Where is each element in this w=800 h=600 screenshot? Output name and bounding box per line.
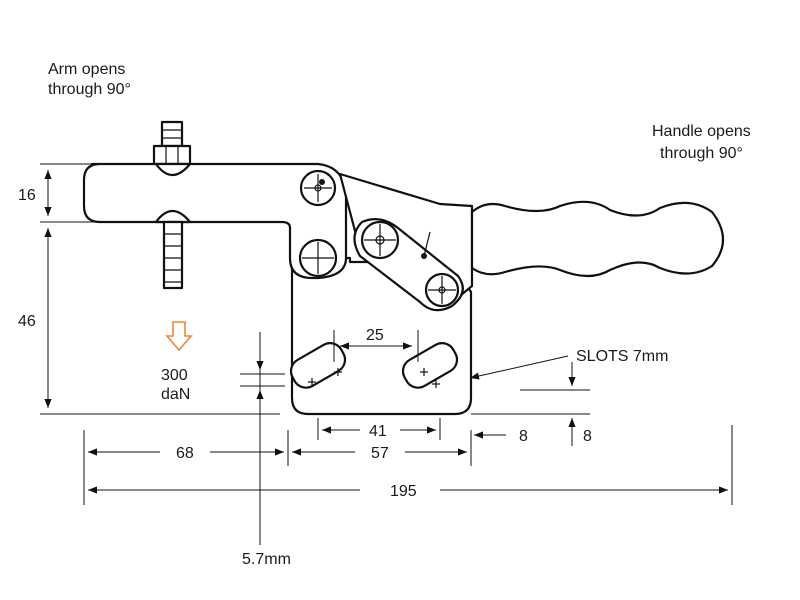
dim-arm-height: 46 <box>18 313 36 330</box>
handle-note-line2: through 90° <box>660 145 743 162</box>
dim-edge-offset: 8 <box>519 428 528 445</box>
pivot-pins <box>298 169 460 308</box>
force-arrow-icon <box>165 321 193 352</box>
dim-base-length: 57 <box>371 445 389 462</box>
force-value: 300 <box>161 367 188 384</box>
spindle-bolt <box>152 120 192 290</box>
slots-label: SLOTS 7mm <box>576 348 668 365</box>
dim-slot-spacing: 41 <box>369 423 387 440</box>
dim-reach: 68 <box>176 445 194 462</box>
dim-arm-thickness: 16 <box>18 187 36 204</box>
arm-note-line1: Arm opens <box>48 61 125 78</box>
mounting-slots <box>289 342 459 389</box>
handle-note-line1: Handle opens <box>652 123 751 140</box>
arm-note-line2: through 90° <box>48 81 131 98</box>
dimension-lines <box>40 163 733 545</box>
force-unit: daN <box>161 386 190 403</box>
dim-base-offset: 8 <box>583 428 592 445</box>
handle-grip <box>470 200 724 278</box>
dim-slot-pitch-top: 25 <box>366 327 384 344</box>
dim-overall-length: 195 <box>390 483 417 500</box>
dim-bolt-offset: 5.7mm <box>242 551 291 568</box>
